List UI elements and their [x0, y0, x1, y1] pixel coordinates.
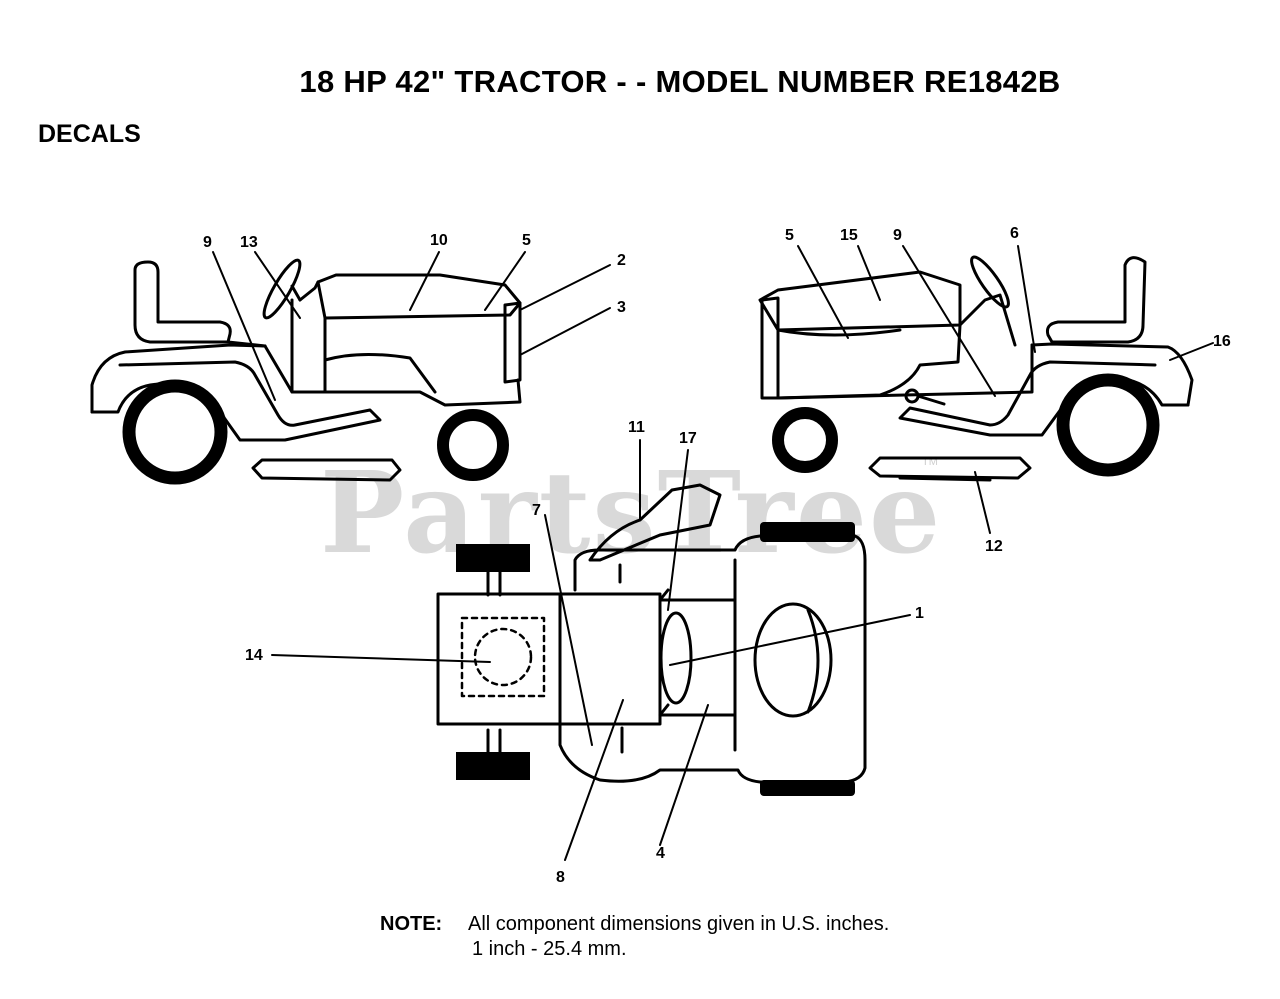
callout-right-16: 16 — [1213, 333, 1231, 350]
callout-left-2: 2 — [617, 252, 626, 269]
callout-top-11: 11 — [628, 419, 645, 436]
callout-top-1: 1 — [915, 605, 924, 622]
callout-left-5: 5 — [522, 232, 531, 249]
callout-numbers: 9 13 10 5 2 3 5 15 9 6 16 12 11 17 7 14 … — [203, 225, 1231, 886]
callout-right-12: 12 — [985, 538, 1003, 555]
callout-right-9: 9 — [893, 227, 902, 244]
callout-right-15: 15 — [840, 227, 858, 244]
callout-right-5: 5 — [785, 227, 794, 244]
callout-top-14: 14 — [245, 647, 263, 664]
tractor-top-view — [436, 483, 867, 796]
section-heading: DECALS — [38, 120, 141, 148]
callout-top-7: 7 — [532, 502, 541, 519]
callout-top-8: 8 — [556, 869, 565, 886]
note-line-1: All component dimensions given in U.S. i… — [468, 913, 890, 935]
callout-left-10: 10 — [430, 232, 448, 249]
callout-top-4: 4 — [656, 845, 665, 862]
note-line-2: 1 inch - 25.4 mm. — [472, 938, 627, 960]
page-title: 18 HP 42" TRACTOR - - MODEL NUMBER RE184… — [299, 64, 1061, 99]
note-label: NOTE: — [380, 913, 443, 935]
watermark: PartsTree — [320, 448, 943, 579]
callout-top-17: 17 — [679, 430, 697, 447]
tractor-left-side-view — [90, 258, 522, 485]
callout-right-6: 6 — [1010, 225, 1019, 242]
dimensions-note: NOTE: All component dimensions given in U… — [380, 912, 889, 962]
callout-left-3: 3 — [617, 299, 626, 316]
callout-left-13: 13 — [240, 234, 258, 251]
callout-left-9: 9 — [203, 234, 212, 251]
callout-leaders — [212, 245, 1214, 861]
